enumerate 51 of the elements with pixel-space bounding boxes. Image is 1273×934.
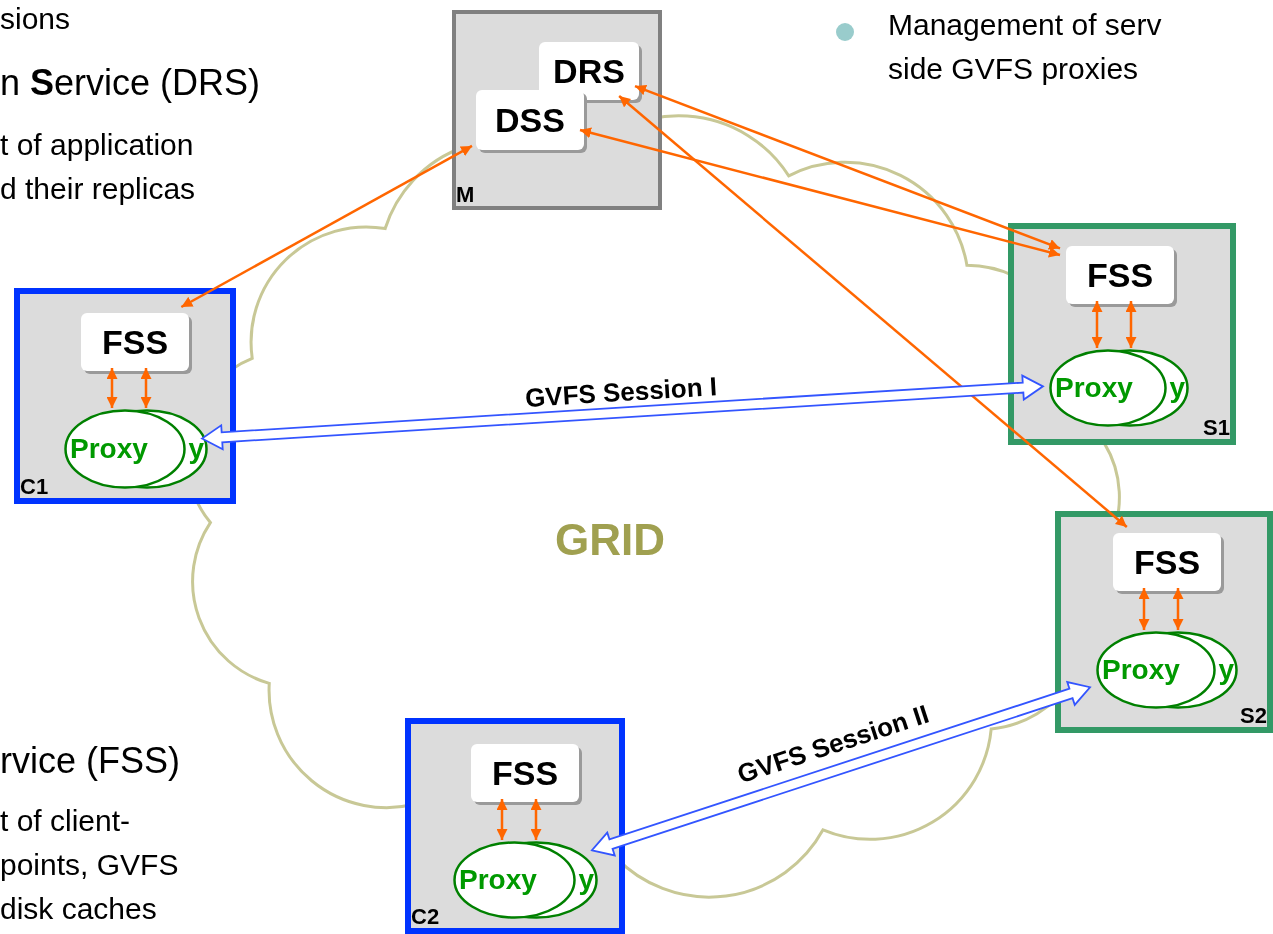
slide-text: disk caches xyxy=(0,891,157,927)
slide-text: points, GVFS xyxy=(0,847,179,883)
arrow xyxy=(618,95,1128,528)
proxy-label: Proxy xyxy=(70,435,148,463)
service-box: FSS xyxy=(471,744,579,802)
service-box: DRS xyxy=(539,42,639,100)
arrow xyxy=(106,368,118,408)
service-box: FSS xyxy=(81,313,189,371)
slide-text: d their replicas xyxy=(0,171,196,207)
proxy-label: Proxy xyxy=(1102,656,1180,684)
proxy-label: y xyxy=(1218,656,1234,684)
host-box xyxy=(1008,223,1236,445)
arrow xyxy=(579,127,1061,258)
arrow xyxy=(180,144,473,309)
host-box xyxy=(405,718,625,934)
slide-text: sions xyxy=(0,1,71,37)
arrow xyxy=(496,799,508,840)
slide-text: Management of serv xyxy=(888,7,1162,43)
host-box xyxy=(14,288,236,504)
arrow xyxy=(1125,301,1137,348)
host-label: C1 xyxy=(20,476,49,498)
host-box xyxy=(1055,511,1273,733)
slide-text: t of client- xyxy=(0,803,131,839)
arrow xyxy=(1091,301,1103,348)
edge-label: GVFS Session I xyxy=(524,373,718,412)
proxy-label: y xyxy=(578,866,594,894)
double-arrow xyxy=(590,680,1092,857)
host-box xyxy=(452,10,662,210)
arrow xyxy=(1172,588,1184,630)
proxy-label: y xyxy=(1169,374,1185,402)
host-label: M xyxy=(456,184,475,206)
arrow xyxy=(140,368,152,408)
slide-text: side GVFS proxies xyxy=(888,51,1139,87)
slide-text: t of application xyxy=(0,127,194,163)
slide-text: rvice (FSS) xyxy=(0,739,180,783)
host-label: S2 xyxy=(1240,705,1267,727)
arrow xyxy=(530,799,542,840)
proxy-label: Proxy xyxy=(459,866,537,894)
service-box: FSS xyxy=(1113,533,1221,591)
host-label: C2 xyxy=(411,906,440,928)
slide-text: GRID xyxy=(555,514,665,566)
proxy-label: y xyxy=(188,435,204,463)
service-box: FSS xyxy=(1066,246,1174,304)
arrow xyxy=(1138,588,1150,630)
edge-label: GVFS Session II xyxy=(734,700,932,788)
arrow xyxy=(634,84,1061,250)
host-label: S1 xyxy=(1203,417,1230,439)
double-arrow xyxy=(200,374,1045,451)
proxy-label: Proxy xyxy=(1055,374,1133,402)
slide-text: n Service (DRS) xyxy=(0,61,261,105)
service-box: DSS xyxy=(476,90,584,150)
